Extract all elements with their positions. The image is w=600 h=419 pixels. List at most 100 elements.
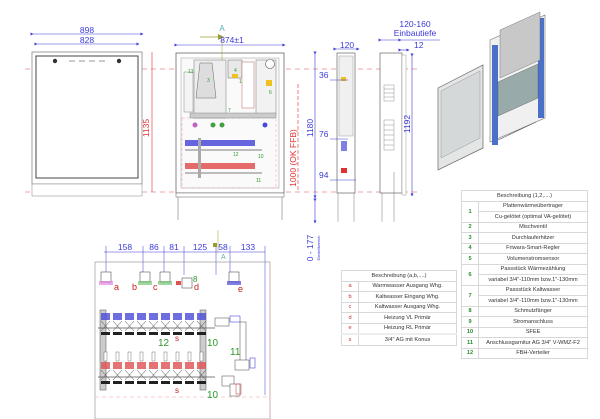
- valve-body: [124, 369, 135, 381]
- svg-text:3: 3: [207, 78, 210, 84]
- valve-body: [136, 320, 147, 332]
- valve-seat: [125, 332, 134, 335]
- legend-connections-header: Beschreibung (a,b,....): [341, 270, 457, 282]
- valve-cap-warm: [197, 362, 206, 369]
- svg-text:6: 6: [269, 90, 272, 96]
- valve-cap-warm: [125, 362, 134, 369]
- valve-stem: [151, 351, 156, 362]
- valve-body: [172, 320, 183, 332]
- valve-cap-cold: [101, 313, 110, 320]
- dim-offset-1: 36: [319, 70, 329, 80]
- valve-seat: [113, 332, 122, 335]
- svg-text:11: 11: [256, 178, 261, 184]
- valve-body: [124, 320, 135, 332]
- dim-spacing-2: 86: [149, 242, 159, 252]
- valve-body: [100, 320, 111, 332]
- legend-row: variabel 3/4"-110mm bzw.1"-130mm: [462, 295, 588, 307]
- valve-body: [136, 369, 147, 381]
- manifold-bar: [99, 309, 107, 391]
- dim-floor-height: 1000 (OK FFB): [288, 129, 298, 187]
- valve-body: [148, 369, 159, 381]
- dim-spacing-1: 158: [118, 242, 132, 252]
- valve-seat: [173, 332, 182, 335]
- lock-icon: [116, 58, 122, 64]
- side-view-2: 120-160 Einbautiefe 12 1192: [378, 19, 440, 222]
- section-marker: A: [219, 24, 225, 33]
- valve-cap-warm: [113, 362, 122, 369]
- front-view-closed: 898 828 1135: [30, 25, 153, 197]
- valve-stem: [163, 351, 168, 362]
- valve-seat: [125, 381, 134, 384]
- valve-cap-warm: [185, 362, 194, 369]
- svg-text:4: 4: [234, 68, 237, 74]
- valve-body: [196, 320, 207, 332]
- valve-cap-cold: [161, 313, 170, 320]
- dim-spacing-5: 58: [218, 242, 228, 252]
- valve-stem: [139, 351, 144, 362]
- dim-height-side: 1192: [402, 115, 412, 134]
- valve-cap-warm: [161, 362, 170, 369]
- valve-body: [160, 369, 171, 381]
- connection-a: a: [114, 282, 119, 292]
- valve-body: [184, 320, 195, 332]
- dim-offset-2: 76: [319, 129, 329, 139]
- dim-height: 1135: [141, 119, 151, 138]
- valve-seat: [197, 381, 206, 384]
- connection-valves: [99, 271, 241, 289]
- legend-components-header: Beschreibung (1,2,....): [461, 190, 588, 202]
- valve-body: [184, 369, 195, 381]
- valve-stem: [199, 351, 204, 362]
- svg-text:10: 10: [258, 154, 264, 160]
- valve-cap-cold: [137, 313, 146, 320]
- legend-row: Cu-gelötet (optimal VA-gelötet): [462, 211, 588, 223]
- valve-seat: [161, 381, 170, 384]
- dim-offset-3: 94: [319, 170, 329, 180]
- item-11: 11: [230, 347, 241, 358]
- valve-stem: [115, 351, 120, 362]
- install-depth-label: Einbautiefe: [394, 28, 437, 38]
- manifold-supply: [185, 138, 262, 178]
- valve-seat: [101, 332, 110, 335]
- valve-stem: [103, 351, 108, 362]
- valve-body: [112, 320, 123, 332]
- valve-seat: [137, 332, 146, 335]
- valve-seat: [101, 381, 110, 384]
- item-8: 8: [193, 275, 198, 284]
- dim-width: 874±1: [220, 35, 244, 45]
- valve-seat: [197, 332, 206, 335]
- legend-row: variabel 3/4"-110mm bzw.1"-130mm: [462, 274, 588, 286]
- dim-foot-range: 0 - 177: [305, 234, 315, 261]
- item-12: 12: [158, 338, 170, 349]
- valve-body: [148, 320, 159, 332]
- valve-seat: [149, 332, 158, 335]
- valve-seat: [149, 381, 158, 384]
- svg-text:13: 13: [188, 69, 194, 75]
- valve-cap-warm: [149, 362, 158, 369]
- dim-wall-offset: 12: [414, 40, 424, 50]
- valve-body: [100, 369, 111, 381]
- valve-cap-warm: [173, 362, 182, 369]
- valve-body: [172, 369, 183, 381]
- valve-seat: [185, 381, 194, 384]
- valve-seat: [161, 332, 170, 335]
- label-s-1: s: [175, 334, 179, 343]
- dim-spacing-6: 133: [241, 242, 255, 252]
- svg-text:12: 12: [233, 152, 239, 158]
- valve-cap-warm: [137, 362, 146, 369]
- valve-body: [160, 320, 171, 332]
- dim-spacing-3: 81: [169, 242, 179, 252]
